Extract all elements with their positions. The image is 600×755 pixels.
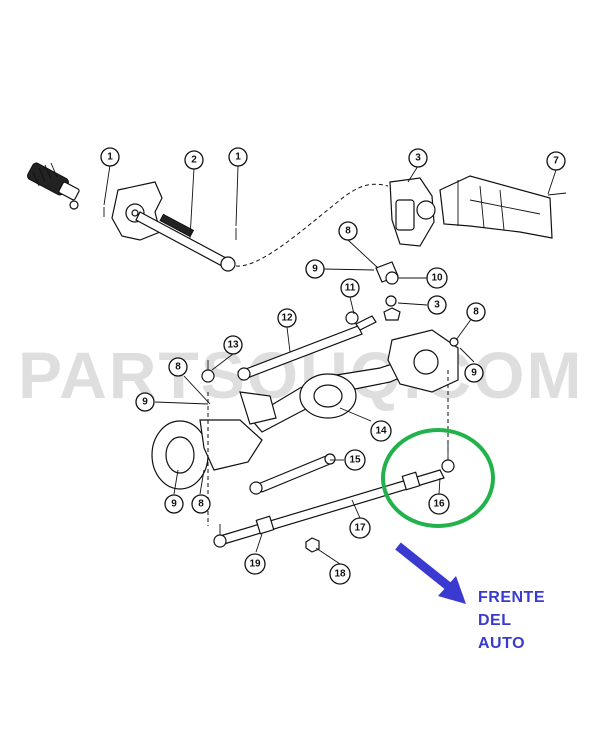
- highlight-circle: [381, 428, 495, 528]
- svg-text:1: 1: [235, 152, 241, 163]
- frame-rail[interactable]: [439, 175, 553, 239]
- steering-coupler[interactable]: [26, 162, 80, 210]
- svg-text:19: 19: [249, 559, 261, 570]
- front-axle[interactable]: [249, 329, 459, 433]
- svg-text:17: 17: [354, 523, 366, 534]
- callout-8d[interactable]: 8: [191, 494, 211, 514]
- front-label-line-3: AUTO: [478, 635, 526, 652]
- svg-text:10: 10: [431, 273, 443, 284]
- callout-14[interactable]: 14: [370, 420, 392, 442]
- svg-text:9: 9: [471, 368, 477, 379]
- svg-text:9: 9: [142, 397, 148, 408]
- callout-2[interactable]: 2: [184, 150, 204, 170]
- front-label-line-2: DEL: [478, 612, 512, 629]
- steering-damper[interactable]: [249, 453, 336, 495]
- callout-1a[interactable]: 1: [100, 147, 120, 167]
- drag-link[interactable]: [237, 311, 377, 381]
- column-bracket[interactable]: [111, 181, 163, 241]
- svg-text:8: 8: [345, 226, 351, 237]
- callout-12[interactable]: 12: [277, 308, 297, 328]
- callout-15[interactable]: 15: [344, 449, 366, 471]
- callout-3a[interactable]: 3: [408, 148, 428, 168]
- shaft-to-gear-line: [235, 183, 389, 267]
- callout-13[interactable]: 13: [223, 335, 243, 355]
- callout-9d[interactable]: 9: [164, 494, 184, 514]
- callout-11[interactable]: 11: [340, 278, 360, 298]
- svg-text:8: 8: [198, 499, 204, 510]
- callout-8a[interactable]: 8: [338, 221, 358, 241]
- svg-text:13: 13: [227, 340, 239, 351]
- leader-lines: [103, 164, 557, 565]
- svg-text:9: 9: [171, 499, 177, 510]
- svg-text:11: 11: [345, 283, 356, 294]
- callout-1b[interactable]: 1: [228, 147, 248, 167]
- svg-text:15: 15: [349, 455, 361, 466]
- svg-text:14: 14: [375, 426, 387, 437]
- tie-rod-end-13[interactable]: [201, 360, 215, 383]
- nut-18[interactable]: [305, 537, 320, 553]
- callout-19[interactable]: 19: [244, 553, 266, 575]
- svg-text:12: 12: [281, 313, 293, 324]
- tie-rod[interactable]: [213, 440, 455, 548]
- callout-3b[interactable]: 3: [427, 295, 447, 315]
- svg-text:3: 3: [434, 300, 440, 311]
- svg-text:1: 1: [107, 152, 113, 163]
- callout-18[interactable]: 18: [329, 563, 351, 585]
- svg-text:8: 8: [175, 362, 181, 373]
- svg-text:16: 16: [433, 499, 445, 510]
- callout-7[interactable]: 7: [546, 151, 566, 171]
- front-label-line-1: FRENTE: [478, 589, 545, 606]
- steering-gear[interactable]: [389, 177, 436, 247]
- callout-9b[interactable]: 9: [135, 392, 155, 412]
- svg-text:3: 3: [415, 153, 421, 164]
- bolt-7: [547, 192, 567, 196]
- callout-9c[interactable]: 9: [464, 363, 484, 383]
- front-direction-arrow: [395, 542, 466, 604]
- callout-9a[interactable]: 9: [305, 259, 325, 279]
- pitman-arm[interactable]: [375, 261, 401, 321]
- svg-text:9: 9: [312, 264, 318, 275]
- svg-text:7: 7: [553, 156, 559, 167]
- callout-16[interactable]: 16: [428, 493, 450, 515]
- svg-text:18: 18: [334, 569, 346, 580]
- svg-text:8: 8: [473, 307, 479, 318]
- left-knuckle-rotor[interactable]: [151, 391, 277, 490]
- front-of-vehicle-label: FRENTE DEL AUTO: [478, 586, 545, 655]
- callout-10[interactable]: 10: [426, 267, 448, 289]
- callout-17[interactable]: 17: [349, 517, 371, 539]
- callout-8b[interactable]: 8: [466, 302, 486, 322]
- callout-8c[interactable]: 8: [168, 357, 188, 377]
- svg-text:2: 2: [191, 155, 197, 166]
- steering-shaft[interactable]: [135, 211, 236, 272]
